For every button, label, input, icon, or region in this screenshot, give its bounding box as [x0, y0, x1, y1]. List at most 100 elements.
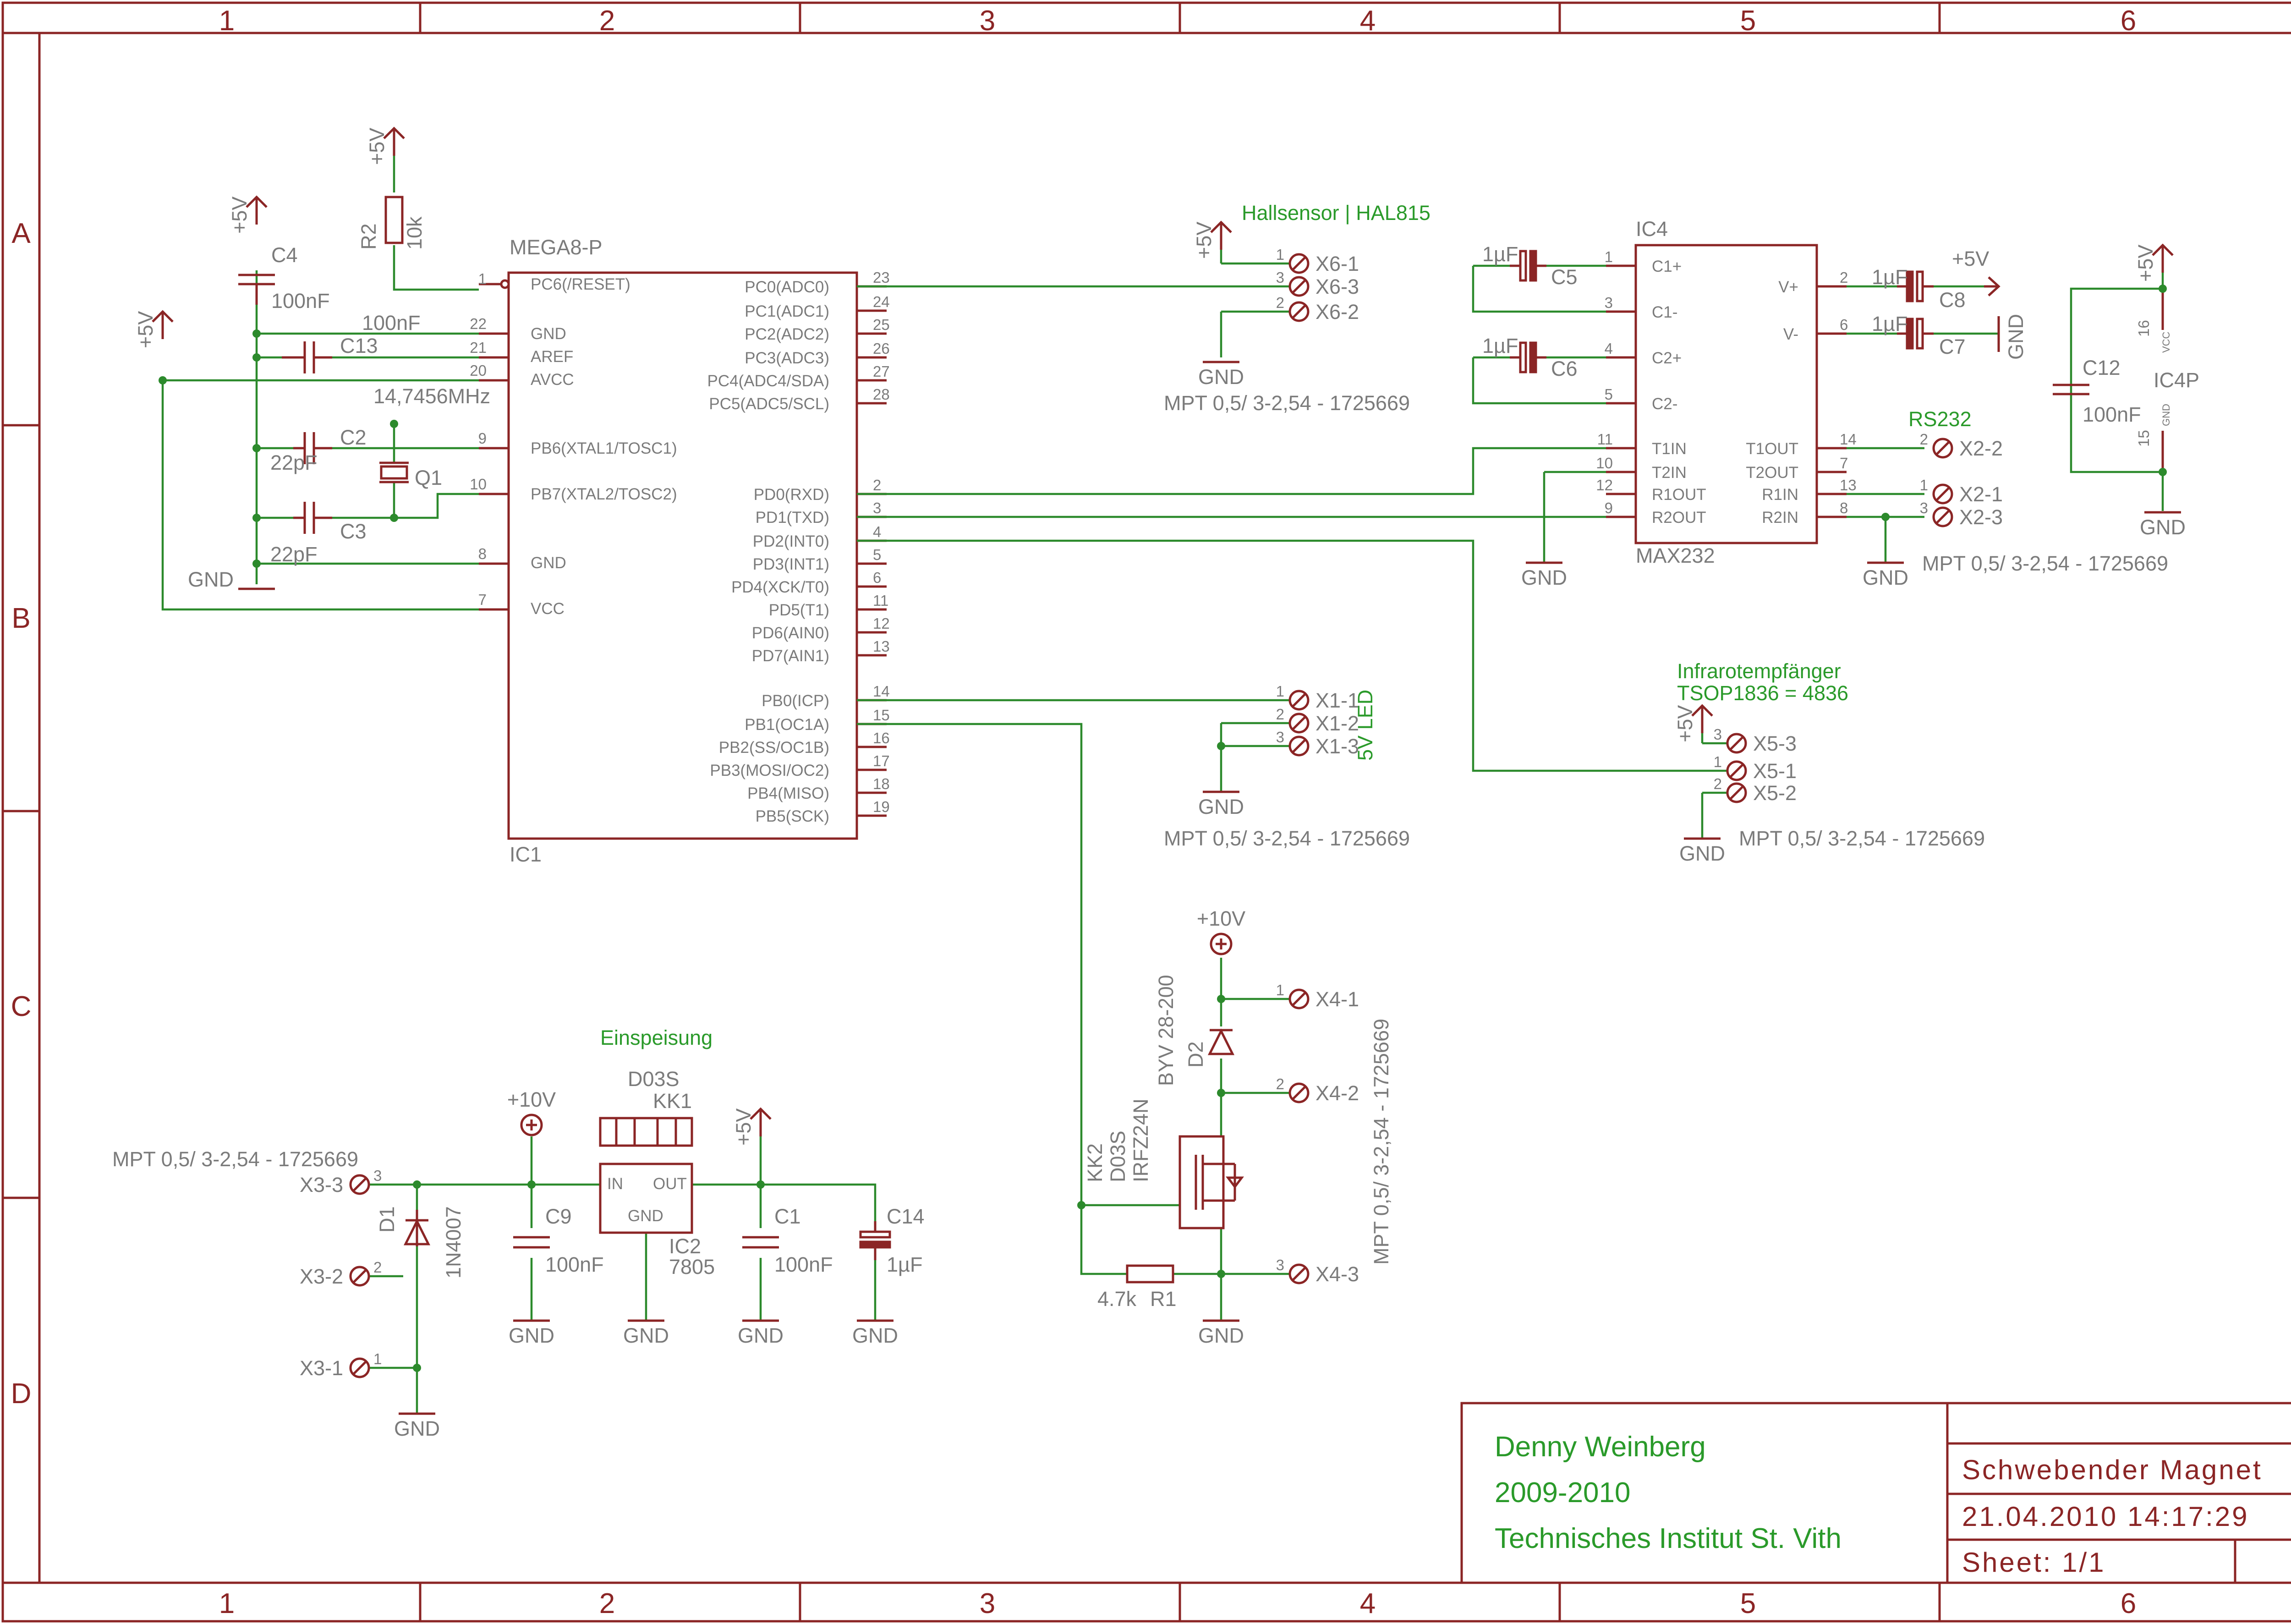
- ic4p-power: 16 15 VCC GND IC4P: [2135, 289, 2199, 472]
- supply-label: +5V: [732, 1108, 755, 1146]
- ic1-pin-number: 27: [873, 363, 890, 380]
- ic1-pin-name: PB2(SS/OC1B): [719, 739, 829, 757]
- mosfet-package: D03S: [1106, 1130, 1129, 1182]
- ic4-name: MAX232: [1636, 544, 1715, 567]
- connector-pin-number: 3: [1276, 269, 1284, 286]
- supply-label: +5V: [1952, 247, 1989, 270]
- terminal-icon: [349, 1266, 370, 1287]
- ic4-pin-number: 6: [1840, 316, 1848, 333]
- connector-pin-label: X4-2: [1315, 1081, 1359, 1105]
- terminal-icon: [1932, 483, 1953, 505]
- connector-pin-label: X6-1: [1315, 252, 1359, 275]
- ic1-pin-number: 3: [873, 499, 881, 516]
- mosfet-value: IRFZ24N: [1129, 1098, 1152, 1182]
- column-label: 1: [219, 1588, 235, 1619]
- connector-pin-number: 2: [1276, 706, 1284, 723]
- ic4-pin-number: 5: [1605, 386, 1613, 403]
- ground-label: GND: [852, 1324, 898, 1347]
- ic2-out: OUT: [653, 1175, 687, 1193]
- supply-label: +5V: [2134, 245, 2157, 282]
- ic1-pin-name: GND: [531, 554, 566, 572]
- crystal-q1: Q1: [379, 461, 442, 489]
- ic1-pin-name: AREF: [531, 348, 573, 366]
- ic4-pin-name: R2OUT: [1652, 509, 1706, 527]
- ic1-pin-name: PC4(ADC4/SDA): [707, 372, 829, 390]
- ic1-pin-name: PB6(XTAL1/TOSC1): [531, 439, 677, 457]
- connector-pin-number: 2: [373, 1259, 382, 1276]
- terminal-icon: [1288, 301, 1310, 322]
- ic4-ref: IC4: [1636, 217, 1668, 241]
- capacitor-c4: C4 100nF: [238, 243, 330, 313]
- sheet-number-text: Sheet: 1/1: [1962, 1547, 2106, 1578]
- c5-value: 1µF: [1482, 242, 1518, 266]
- ground-label: GND: [1198, 365, 1244, 389]
- capacitor-c13: C13 100nF: [282, 311, 421, 373]
- ic4-pin-name: T1OUT: [1746, 440, 1798, 458]
- ic1-pin-number: 10: [470, 476, 487, 493]
- c12-value: 100nF: [2083, 403, 2141, 426]
- diode-d1: D1 1N4007: [375, 1206, 465, 1278]
- connector-pin-number: 1: [1714, 753, 1722, 770]
- r1-ref: R1: [1150, 1287, 1177, 1311]
- capacitor-c3: C3 22pF: [270, 502, 367, 566]
- ic4p-ref: IC4P: [2154, 368, 2199, 392]
- ground-label: GND: [2140, 516, 2186, 539]
- plus10v-symbol-icon: [520, 1114, 543, 1136]
- ground-label: GND: [1521, 566, 1567, 589]
- ic1-pin-name: PD2(INT0): [753, 532, 829, 550]
- ic4-pin-number: 4: [1605, 340, 1613, 357]
- crystal-frequency: 14,7456MHz: [373, 384, 490, 408]
- x4-type-label: MPT 0,5/ 3-2,54 - 1725669: [1370, 1019, 1393, 1265]
- ic4-pin-name: C2-: [1652, 395, 1677, 413]
- ic4p-gnd-pin: 15: [2135, 430, 2152, 447]
- r2-value: 10k: [403, 216, 426, 250]
- c8-ref: C8: [1939, 288, 1966, 312]
- ic1-pin-number: 15: [873, 707, 890, 724]
- column-label: 2: [599, 5, 615, 37]
- row-label: A: [11, 218, 31, 249]
- c4-ref: C4: [271, 243, 298, 267]
- ic1-ref: IC1: [510, 843, 542, 866]
- diode-d2: D2 BYV 28-200: [1154, 975, 1235, 1086]
- ic2-value: 7805: [669, 1255, 715, 1278]
- ic1-pin-number: 4: [873, 523, 881, 540]
- ground-label: GND: [1863, 566, 1908, 589]
- connector-pin-number: 2: [1276, 294, 1284, 311]
- ic4-pin-number: 9: [1605, 499, 1613, 516]
- ic2-gnd: GND: [628, 1207, 663, 1225]
- terminal-icon: [1932, 438, 1953, 459]
- junctions: [159, 285, 2167, 1372]
- ic1-pin-name: PD3(INT1): [753, 555, 829, 573]
- ic1-pin-name: PD1(TXD): [756, 509, 829, 527]
- ic1-pin-name: PB3(MOSI/OC2): [710, 762, 829, 779]
- mosfet-irfz24n: KK2 D03S IRFZ24N: [1083, 1098, 1244, 1229]
- c6-value: 1µF: [1482, 334, 1518, 357]
- r2-ref: R2: [357, 223, 380, 250]
- c8-value: 1µF: [1872, 265, 1907, 289]
- c9-ref: C9: [545, 1205, 572, 1228]
- ground-label: GND: [188, 568, 234, 591]
- connector-pin-number: 3: [1276, 729, 1284, 746]
- ic1-pin-name: AVCC: [531, 371, 574, 389]
- regulator-ic2: IN OUT GND D03S KK1 IC2 7805: [599, 1067, 715, 1278]
- ir-receiver-label: Infrarotempfänger: [1677, 659, 1841, 683]
- connector-pin-label: X6-2: [1315, 300, 1359, 324]
- ic1-pin-number: 6: [873, 569, 881, 586]
- x5-type-label: MPT 0,5/ 3-2,54 - 1725669: [1739, 827, 1985, 850]
- ic4p-vcc-label: VCC: [2160, 331, 2172, 353]
- terminal-icon: [1726, 733, 1747, 754]
- ic4-pin-name: V-: [1783, 325, 1798, 343]
- ic4-pin-name: C1+: [1652, 258, 1682, 275]
- c13-value: 100nF: [362, 311, 421, 335]
- terminal-icon: [1726, 782, 1747, 803]
- ic1-pin-number: 20: [470, 362, 487, 379]
- supply-label: +10V: [507, 1088, 556, 1111]
- ic1-pin-number: 22: [470, 315, 487, 332]
- ic4-pin-number: 8: [1840, 499, 1848, 516]
- ic1-pin-number: 8: [478, 545, 487, 562]
- ic1-pin-number: 7: [478, 591, 487, 608]
